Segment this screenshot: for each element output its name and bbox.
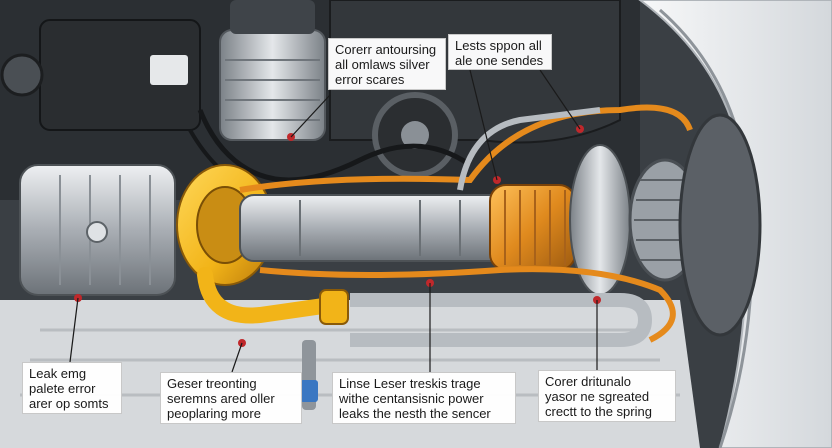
callout-line: Corer dritunalo <box>545 374 631 389</box>
callout-line: seremns ared oller <box>167 391 275 406</box>
leader-line <box>231 342 243 373</box>
copper-turbine <box>489 184 576 271</box>
callout-line: Geser treonting <box>167 376 257 391</box>
central-shaft-lines <box>299 200 461 256</box>
callout-line: arer op somts <box>29 396 109 411</box>
leader-line <box>539 69 581 130</box>
leader-line <box>69 297 79 363</box>
callout-bottom-left: Leak emg palete error arer op somts <box>22 362 122 414</box>
callout-line: yasor ne sgreated <box>545 389 650 404</box>
left-motor-bolt <box>86 221 108 243</box>
orange-hose-bottom <box>259 266 676 343</box>
silver-pipe-top-right <box>457 107 601 191</box>
yellow-coupler <box>319 289 349 325</box>
cooling-fan-grill <box>634 179 696 261</box>
callout-line: Linse Leser treskis trage <box>339 376 481 391</box>
callout-line: error scares <box>335 72 405 87</box>
callout-line: palete error <box>29 381 96 396</box>
copper-turbine-fins <box>504 190 566 265</box>
sensor-probe-tip <box>300 380 318 402</box>
leader-line <box>290 94 331 138</box>
leader-line <box>469 69 498 181</box>
callout-line: Lests sppon all <box>455 38 542 53</box>
callout-line: Corerr antoursing <box>335 42 437 57</box>
yellow-intake-pipe <box>197 267 338 324</box>
right-large-disc <box>678 113 762 337</box>
left-bolt-cap <box>0 53 44 97</box>
central-shaft <box>239 194 511 262</box>
callout-line: leaks the nesth the sencer <box>339 406 491 421</box>
callout-line: peoplaring more <box>167 406 261 421</box>
callout-line: ale one sendes <box>455 53 544 68</box>
callout-line: Leak emg <box>29 366 87 381</box>
callout-line: crectt to the spring <box>545 404 652 419</box>
callout-bottom-right: Corer dritunalo yasor ne sgreated crectt… <box>538 370 676 422</box>
callout-line: all omlaws silver <box>335 57 430 72</box>
top-canister-cap <box>230 0 315 34</box>
callout-bottom-center-left: Geser treonting seremns ared oller peopl… <box>160 372 302 424</box>
wiring-harness <box>197 109 472 183</box>
top-canister <box>219 29 326 141</box>
callout-line: withe centansisnic power <box>339 391 484 406</box>
callout-top-center: Corerr antoursing all omlaws silver erro… <box>328 38 446 90</box>
callout-top-right: Lests sppon all ale one sendes <box>448 34 552 70</box>
pulley-hub <box>401 121 429 149</box>
engine-cover-label <box>150 55 188 85</box>
orange-hose-top <box>239 104 693 193</box>
top-canister-ribs <box>225 59 320 121</box>
silver-pipe-lower <box>350 293 653 347</box>
callout-bottom-center: Linse Leser treskis trage withe centansi… <box>332 372 516 424</box>
